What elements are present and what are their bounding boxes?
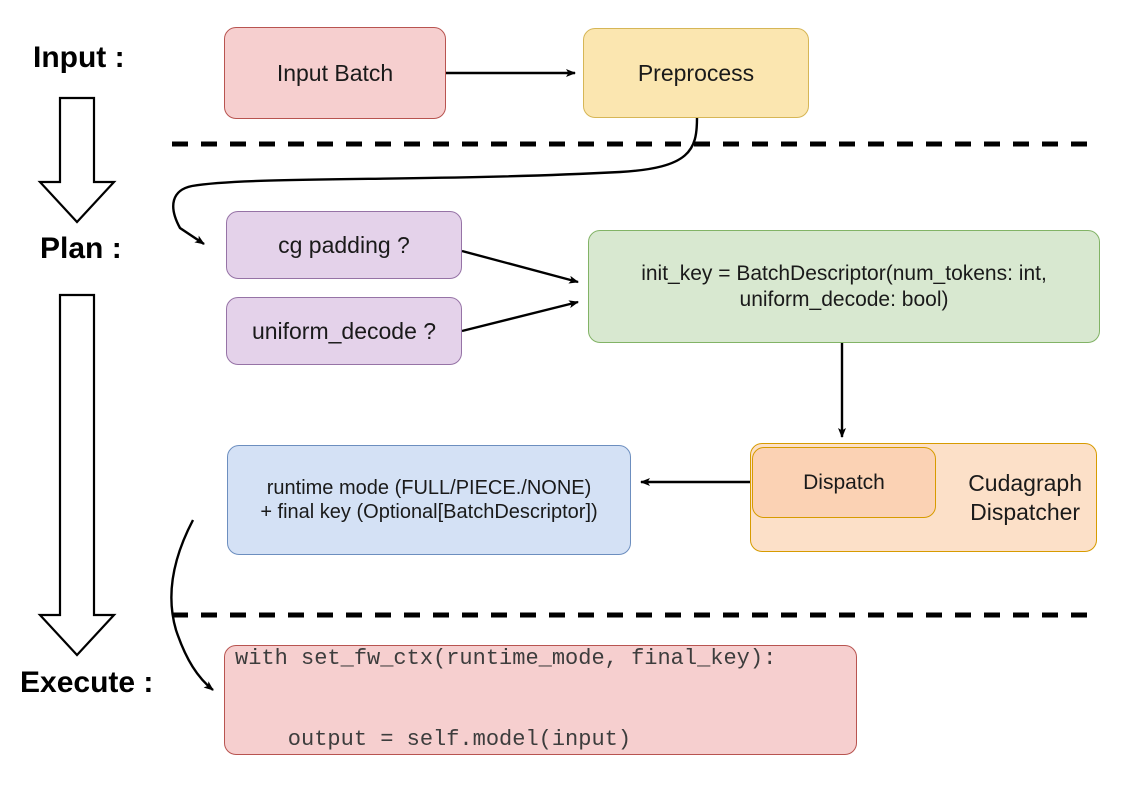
node-runtime-mode[interactable]: runtime mode (FULL/PIECE./NONE) + final … [227,445,631,555]
node-execute-code-line1: with set_fw_ctx(runtime_mode, final_key)… [235,646,777,672]
node-preprocess-label: Preprocess [637,59,755,86]
node-init-key-line1: init_key = BatchDescriptor(num_tokens: i… [641,261,1047,285]
node-cudagraph-dispatcher-text: Cudagraph Dispatcher [968,469,1082,525]
node-preprocess[interactable]: Preprocess [583,28,809,118]
uniform-decode-to-init-key-arrow [461,300,579,333]
node-init-key[interactable]: init_key = BatchDescriptor(num_tokens: i… [588,230,1100,343]
diagram-canvas: Input : Plan : Execute : Input Batch Pre… [20,27,1100,755]
node-uniform-decode-label: uniform_decode ? [251,317,437,344]
runtime-mode-to-execute-arrow [170,519,214,691]
node-cudagraph-dispatcher-line1: Cudagraph [968,470,1082,497]
node-dispatch[interactable]: Dispatch [752,447,936,518]
node-runtime-mode-text: runtime mode (FULL/PIECE./NONE) + final … [236,476,622,525]
stage-label-input: Input : [33,41,125,74]
node-init-key-line2: uniform_decode: bool) [739,287,949,311]
node-input-batch-label: Input Batch [276,59,394,86]
node-runtime-mode-line1: runtime mode (FULL/PIECE./NONE) [266,476,592,499]
plan-to-execute-arrow [37,293,117,657]
node-cudagraph-dispatcher-line2: Dispatcher [970,498,1081,525]
node-dispatch-label: Dispatch [803,470,885,494]
input-to-plan-arrow [37,96,117,224]
node-cg-padding[interactable]: cg padding ? [226,211,462,279]
node-init-key-text: init_key = BatchDescriptor(num_tokens: i… [601,261,1087,312]
stage-label-plan: Plan : [40,232,122,265]
cg-padding-to-init-key-arrow [461,249,579,284]
node-uniform-decode[interactable]: uniform_decode ? [226,297,462,365]
stage-label-execute: Execute : [20,666,154,699]
node-execute-code-text: with set_fw_ctx(runtime_mode, final_key)… [235,593,856,807]
node-input-batch[interactable]: Input Batch [224,27,446,119]
node-cg-padding-label: cg padding ? [278,231,410,258]
node-runtime-mode-line2: + final key (Optional[BatchDescriptor]) [260,501,598,523]
node-execute-code-line2: output = self.model(input) [235,726,632,752]
node-execute-code[interactable]: with set_fw_ctx(runtime_mode, final_key)… [224,645,857,755]
